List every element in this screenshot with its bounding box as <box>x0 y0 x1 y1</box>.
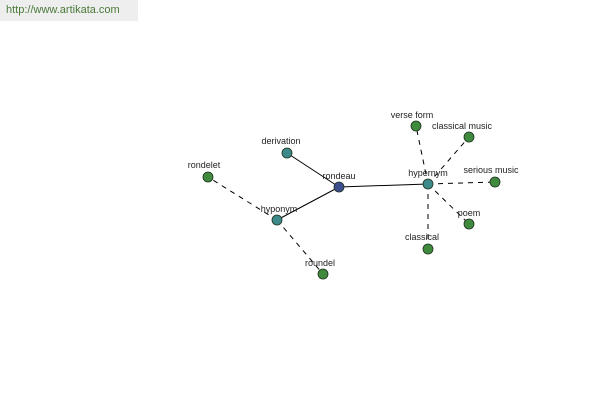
node-label-classical-music[interactable]: classical music <box>432 121 493 131</box>
node-rondeau[interactable]: rondeau <box>322 171 356 193</box>
node-dot-classical[interactable] <box>422 243 434 255</box>
node-label-poem[interactable]: poem <box>458 208 481 218</box>
edge-hypernym-poem <box>427 183 470 225</box>
node-hypernym[interactable]: hypernym <box>408 168 448 190</box>
node-dot-hypernym[interactable] <box>422 178 434 190</box>
node-classical-music[interactable]: classical music <box>432 121 493 143</box>
node-rondelet[interactable]: rondelet <box>188 160 221 183</box>
node-label-hyponym[interactable]: hyponym <box>261 204 298 214</box>
node-label-hypernym[interactable]: hypernym <box>408 168 448 178</box>
node-dot-derivation[interactable] <box>281 147 293 159</box>
node-label-roundel[interactable]: roundel <box>305 258 335 268</box>
edge-rondeau-derivation <box>286 152 340 188</box>
edge-rondeau-hyponym <box>276 186 340 221</box>
node-label-verse-form[interactable]: verse form <box>391 110 434 120</box>
edges-layer <box>207 125 496 275</box>
site-url-link[interactable]: http://www.artikata.com <box>6 4 120 16</box>
node-classical[interactable]: classical <box>405 232 439 255</box>
node-verse-form[interactable]: verse form <box>391 110 434 132</box>
node-dot-verse-form[interactable] <box>410 120 422 132</box>
node-dot-rondelet[interactable] <box>202 171 214 183</box>
edge-hypernym-classical-music <box>427 136 470 185</box>
node-serious-music[interactable]: serious music <box>463 165 519 188</box>
node-dot-hyponym[interactable] <box>271 214 283 226</box>
node-dot-rondeau[interactable] <box>333 181 345 193</box>
node-dot-classical-music[interactable] <box>463 131 475 143</box>
edge-rondeau-hypernym <box>338 183 429 188</box>
node-poem[interactable]: poem <box>458 208 481 230</box>
node-label-derivation[interactable]: derivation <box>261 136 300 146</box>
node-derivation[interactable]: derivation <box>261 136 301 159</box>
node-label-rondeau[interactable]: rondeau <box>322 171 355 181</box>
node-label-rondelet[interactable]: rondelet <box>188 160 221 170</box>
node-dot-poem[interactable] <box>463 218 475 230</box>
node-label-classical[interactable]: classical <box>405 232 439 242</box>
node-label-serious-music[interactable]: serious music <box>463 165 519 175</box>
node-dot-serious-music[interactable] <box>489 176 501 188</box>
edge-hyponym-rondelet <box>207 176 278 221</box>
edge-hyponym-roundel <box>276 219 324 275</box>
node-hyponym[interactable]: hyponym <box>261 204 298 226</box>
node-dot-roundel[interactable] <box>317 268 329 280</box>
edge-hypernym-serious-music <box>427 181 496 185</box>
nodes-layer: rondeau derivation hyponym hypernym rondelet… <box>188 110 519 280</box>
node-roundel[interactable]: roundel <box>305 258 335 280</box>
url-banner: http://www.artikata.com <box>0 0 138 21</box>
